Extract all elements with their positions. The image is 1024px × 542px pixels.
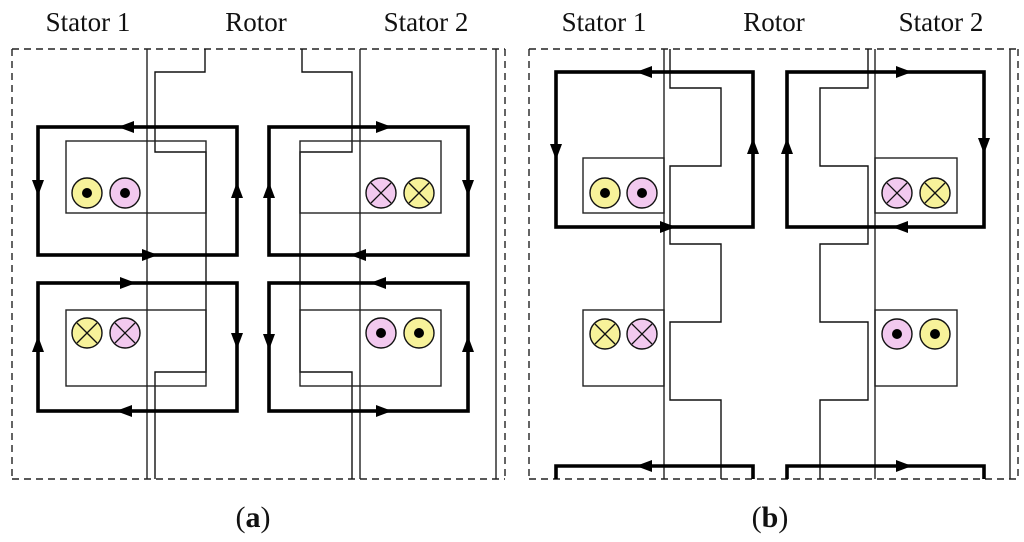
flux-arrow-down [32,180,44,196]
caption-close-paren: ) [778,501,788,534]
panel-b-caption: (b) [752,501,789,534]
coil-dot-yellow [403,317,435,349]
stator-2-slot-upper [299,140,442,214]
stator-1-slot-lower [582,309,665,387]
flux-arrow-right [142,249,158,261]
coil-cross-pink [626,318,658,350]
flux-arrow-down [231,333,243,349]
flux-loop-s2-partial [785,464,986,479]
rotor-left-profile [669,49,722,479]
coil-cross-pink [881,177,913,209]
stator-2-slot-lower [874,309,958,387]
flux-loop-s2-lower [267,281,470,413]
flux-loop-s2 [785,70,986,229]
flux-arrow-left [350,249,366,261]
coil-cross-yellow [71,317,103,349]
stator-2-label: Stator 2 [899,7,984,37]
caption-close-paren: ) [261,501,271,534]
coil-dot-yellow [71,177,103,209]
flux-arrow-right [376,405,392,417]
coil-dot-pink [626,177,658,209]
coil-cross-pink [109,317,141,349]
coil-cross-yellow [589,318,621,350]
flux-arrow-up [462,336,474,352]
flux-arrow-left [892,221,908,233]
flux-arrow-up [263,182,275,198]
coil-dot-pink [365,317,397,349]
stator-1-label: Stator 1 [46,7,131,37]
flux-arrow-left [636,460,652,472]
coil-dot-yellow [919,318,951,350]
flux-arrow-up [747,138,759,154]
stator-2-slot-upper [874,157,958,214]
flux-arrow-right [120,277,136,289]
rotor-label: Rotor [743,7,805,37]
flux-arrow-left [636,66,652,78]
coil-cross-yellow [403,177,435,209]
caption-letter: a [246,501,261,534]
rotor-left-profile [154,49,207,408]
stator-2-slot-lower [299,309,442,387]
flux-arrow-down [263,334,275,350]
stator-1-slot-upper [65,140,207,214]
stator-1-label: Stator 1 [562,7,647,37]
flux-arrow-right [896,460,912,472]
flux-arrow-right [376,121,392,133]
panel-a-caption: (a) [236,501,271,534]
flux-arrow-right [660,221,676,233]
flux-loop-s1-lower [36,281,239,413]
coil-cross-pink [365,177,397,209]
stator-1-slot-upper [582,157,665,214]
flux-arrow-left [118,121,134,133]
rotor-label: Rotor [225,7,287,37]
flux-arrow-right [896,66,912,78]
panel-a: Stator 1 Rotor Stator 2 [11,7,506,534]
caption-open-paren: ( [236,501,246,534]
caption-letter: b [762,501,779,534]
flux-arrow-up [32,336,44,352]
caption-open-paren: ( [752,501,762,534]
flux-arrow-up [231,182,243,198]
flux-arrow-left [370,277,386,289]
stator-2-label: Stator 2 [384,7,469,37]
panel-b: Stator 1 Rotor Stator 2 [528,7,1019,534]
flux-arrow-up [781,138,793,154]
coil-dot-pink [109,177,141,209]
flux-loop-s1 [554,70,755,229]
flux-arrow-down [462,180,474,196]
stator-1-slot-lower [65,309,207,387]
flux-arrow-down [550,144,562,160]
rotor-right-profile [819,49,869,479]
coil-dot-pink [881,318,913,350]
flux-arrow-down [978,138,990,154]
coil-cross-yellow [919,177,951,209]
coil-dot-yellow [589,177,621,209]
flux-loop-s1-partial [554,464,755,479]
rotor-right-profile [299,49,353,479]
flux-arrow-left [116,405,132,417]
